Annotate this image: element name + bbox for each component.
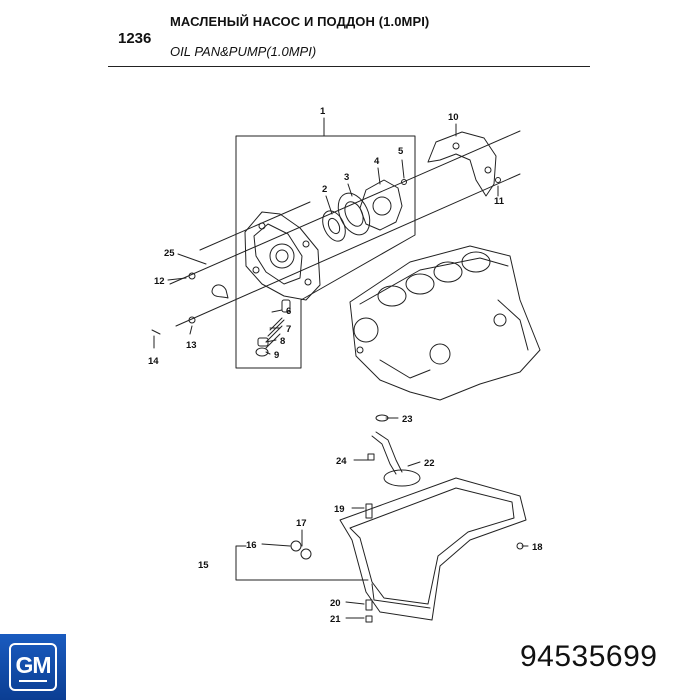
part-number: 94535699 <box>520 640 658 673</box>
header-rule <box>108 66 590 67</box>
callout-13: 13 <box>186 340 197 351</box>
callout-15: 15 <box>198 560 209 571</box>
callout-11: 11 <box>494 196 505 207</box>
callout-6: 6 <box>286 306 291 317</box>
callout-18: 18 <box>532 542 543 553</box>
section-number: 1236 <box>118 30 152 47</box>
callout-1: 1 <box>320 106 326 117</box>
callout-20: 20 <box>330 598 341 609</box>
relief-plunger <box>281 299 291 313</box>
gm-logo-underline <box>19 680 47 682</box>
gm-logo: GM <box>0 634 66 700</box>
oil-pan <box>339 477 527 621</box>
callout-23: 23 <box>402 414 413 425</box>
engine-block <box>349 245 541 401</box>
callout-8: 8 <box>280 336 285 347</box>
callout-24: 24 <box>336 456 347 467</box>
callout-5: 5 <box>398 146 404 157</box>
callout-14: 14 <box>148 356 159 367</box>
callout-9: 9 <box>274 350 279 361</box>
callout-2: 2 <box>322 184 327 195</box>
callout-17: 17 <box>296 518 307 529</box>
rear-seal-housing <box>427 131 497 197</box>
callout-10: 10 <box>448 112 459 123</box>
callout-21: 21 <box>330 614 341 625</box>
callout-22: 22 <box>424 458 435 469</box>
gm-logo-frame: GM <box>9 643 57 691</box>
callout-19: 19 <box>334 504 345 515</box>
inner-gear <box>322 210 346 242</box>
assembly-bracket-1 <box>235 135 416 369</box>
pickup-screen <box>383 469 421 487</box>
callout-16: 16 <box>246 540 257 551</box>
callout-3: 3 <box>344 172 349 183</box>
callout-4: 4 <box>374 156 380 167</box>
title-russian: МАСЛЕНЫЙ НАСОС И ПОДДОН (1.0MPI) <box>170 14 430 29</box>
callout-7: 7 <box>286 324 291 335</box>
gm-logo-text: GM <box>15 652 51 678</box>
pickup-tube <box>375 431 403 473</box>
oil-seal <box>211 284 229 299</box>
pump-cover <box>359 179 403 231</box>
oil-pump-housing <box>244 211 321 301</box>
callout-12: 12 <box>154 276 165 287</box>
outer-gear <box>337 192 371 236</box>
callout-25: 25 <box>164 248 175 259</box>
title-english: OIL PAN&PUMP(1.0MPI) <box>170 44 317 59</box>
